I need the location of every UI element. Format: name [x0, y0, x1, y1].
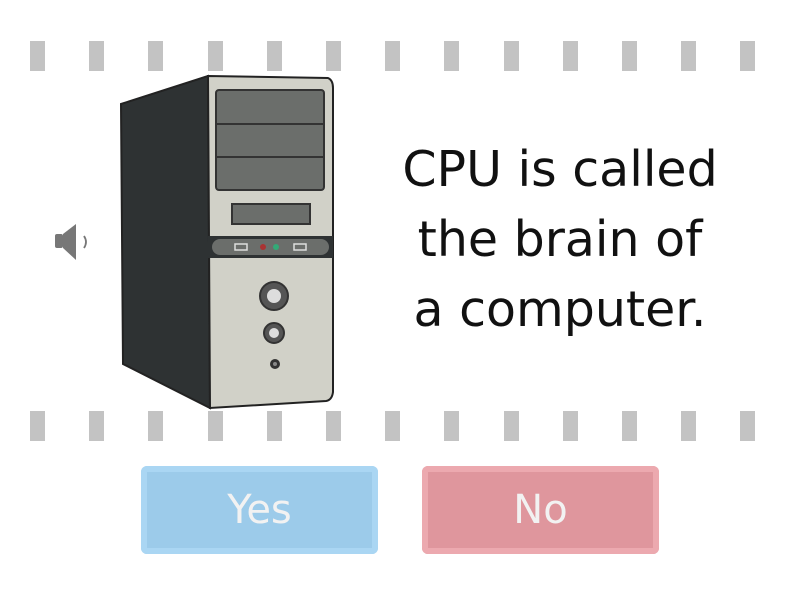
- film-strip-hole: [148, 41, 164, 71]
- film-strip-hole: [622, 411, 637, 441]
- film-strip-hole: [266, 41, 282, 71]
- computer-tower-image: [119, 74, 334, 410]
- question-line: a computer.: [413, 281, 707, 338]
- film-strip-hole: [89, 41, 105, 71]
- film-strip-hole: [740, 41, 756, 71]
- film-strip-hole: [89, 411, 105, 441]
- film-strip-hole: [326, 411, 341, 441]
- film-strip-hole: [503, 411, 519, 441]
- yes-button[interactable]: Yes: [141, 466, 378, 554]
- film-strip-hole: [503, 41, 519, 71]
- film-strip-hole: [148, 411, 164, 441]
- film-strip-hole: [326, 41, 341, 71]
- film-strip-hole: [207, 411, 223, 441]
- film-strip-hole: [385, 41, 401, 71]
- film-strip-hole: [740, 411, 756, 441]
- film-strip-hole: [207, 41, 223, 71]
- film-strip-top: [0, 41, 800, 71]
- film-strip-hole: [444, 41, 460, 71]
- film-strip-hole: [562, 41, 578, 71]
- question-line: CPU is called: [402, 141, 718, 198]
- film-strip-hole: [30, 411, 45, 441]
- film-strip-hole: [444, 411, 460, 441]
- film-strip-hole: [266, 411, 282, 441]
- film-strip-hole: [30, 41, 45, 71]
- film-strip-bottom: [0, 411, 800, 441]
- no-button[interactable]: No: [422, 466, 659, 554]
- film-strip-hole: [681, 41, 697, 71]
- speaker-icon[interactable]: [54, 224, 94, 260]
- question-line: the brain of: [417, 211, 703, 268]
- film-strip-hole: [622, 41, 637, 71]
- film-strip-hole: [385, 411, 401, 441]
- film-strip-hole: [562, 411, 578, 441]
- film-strip-hole: [681, 411, 697, 441]
- question-text: CPU is called the brain of a computer.: [360, 135, 760, 345]
